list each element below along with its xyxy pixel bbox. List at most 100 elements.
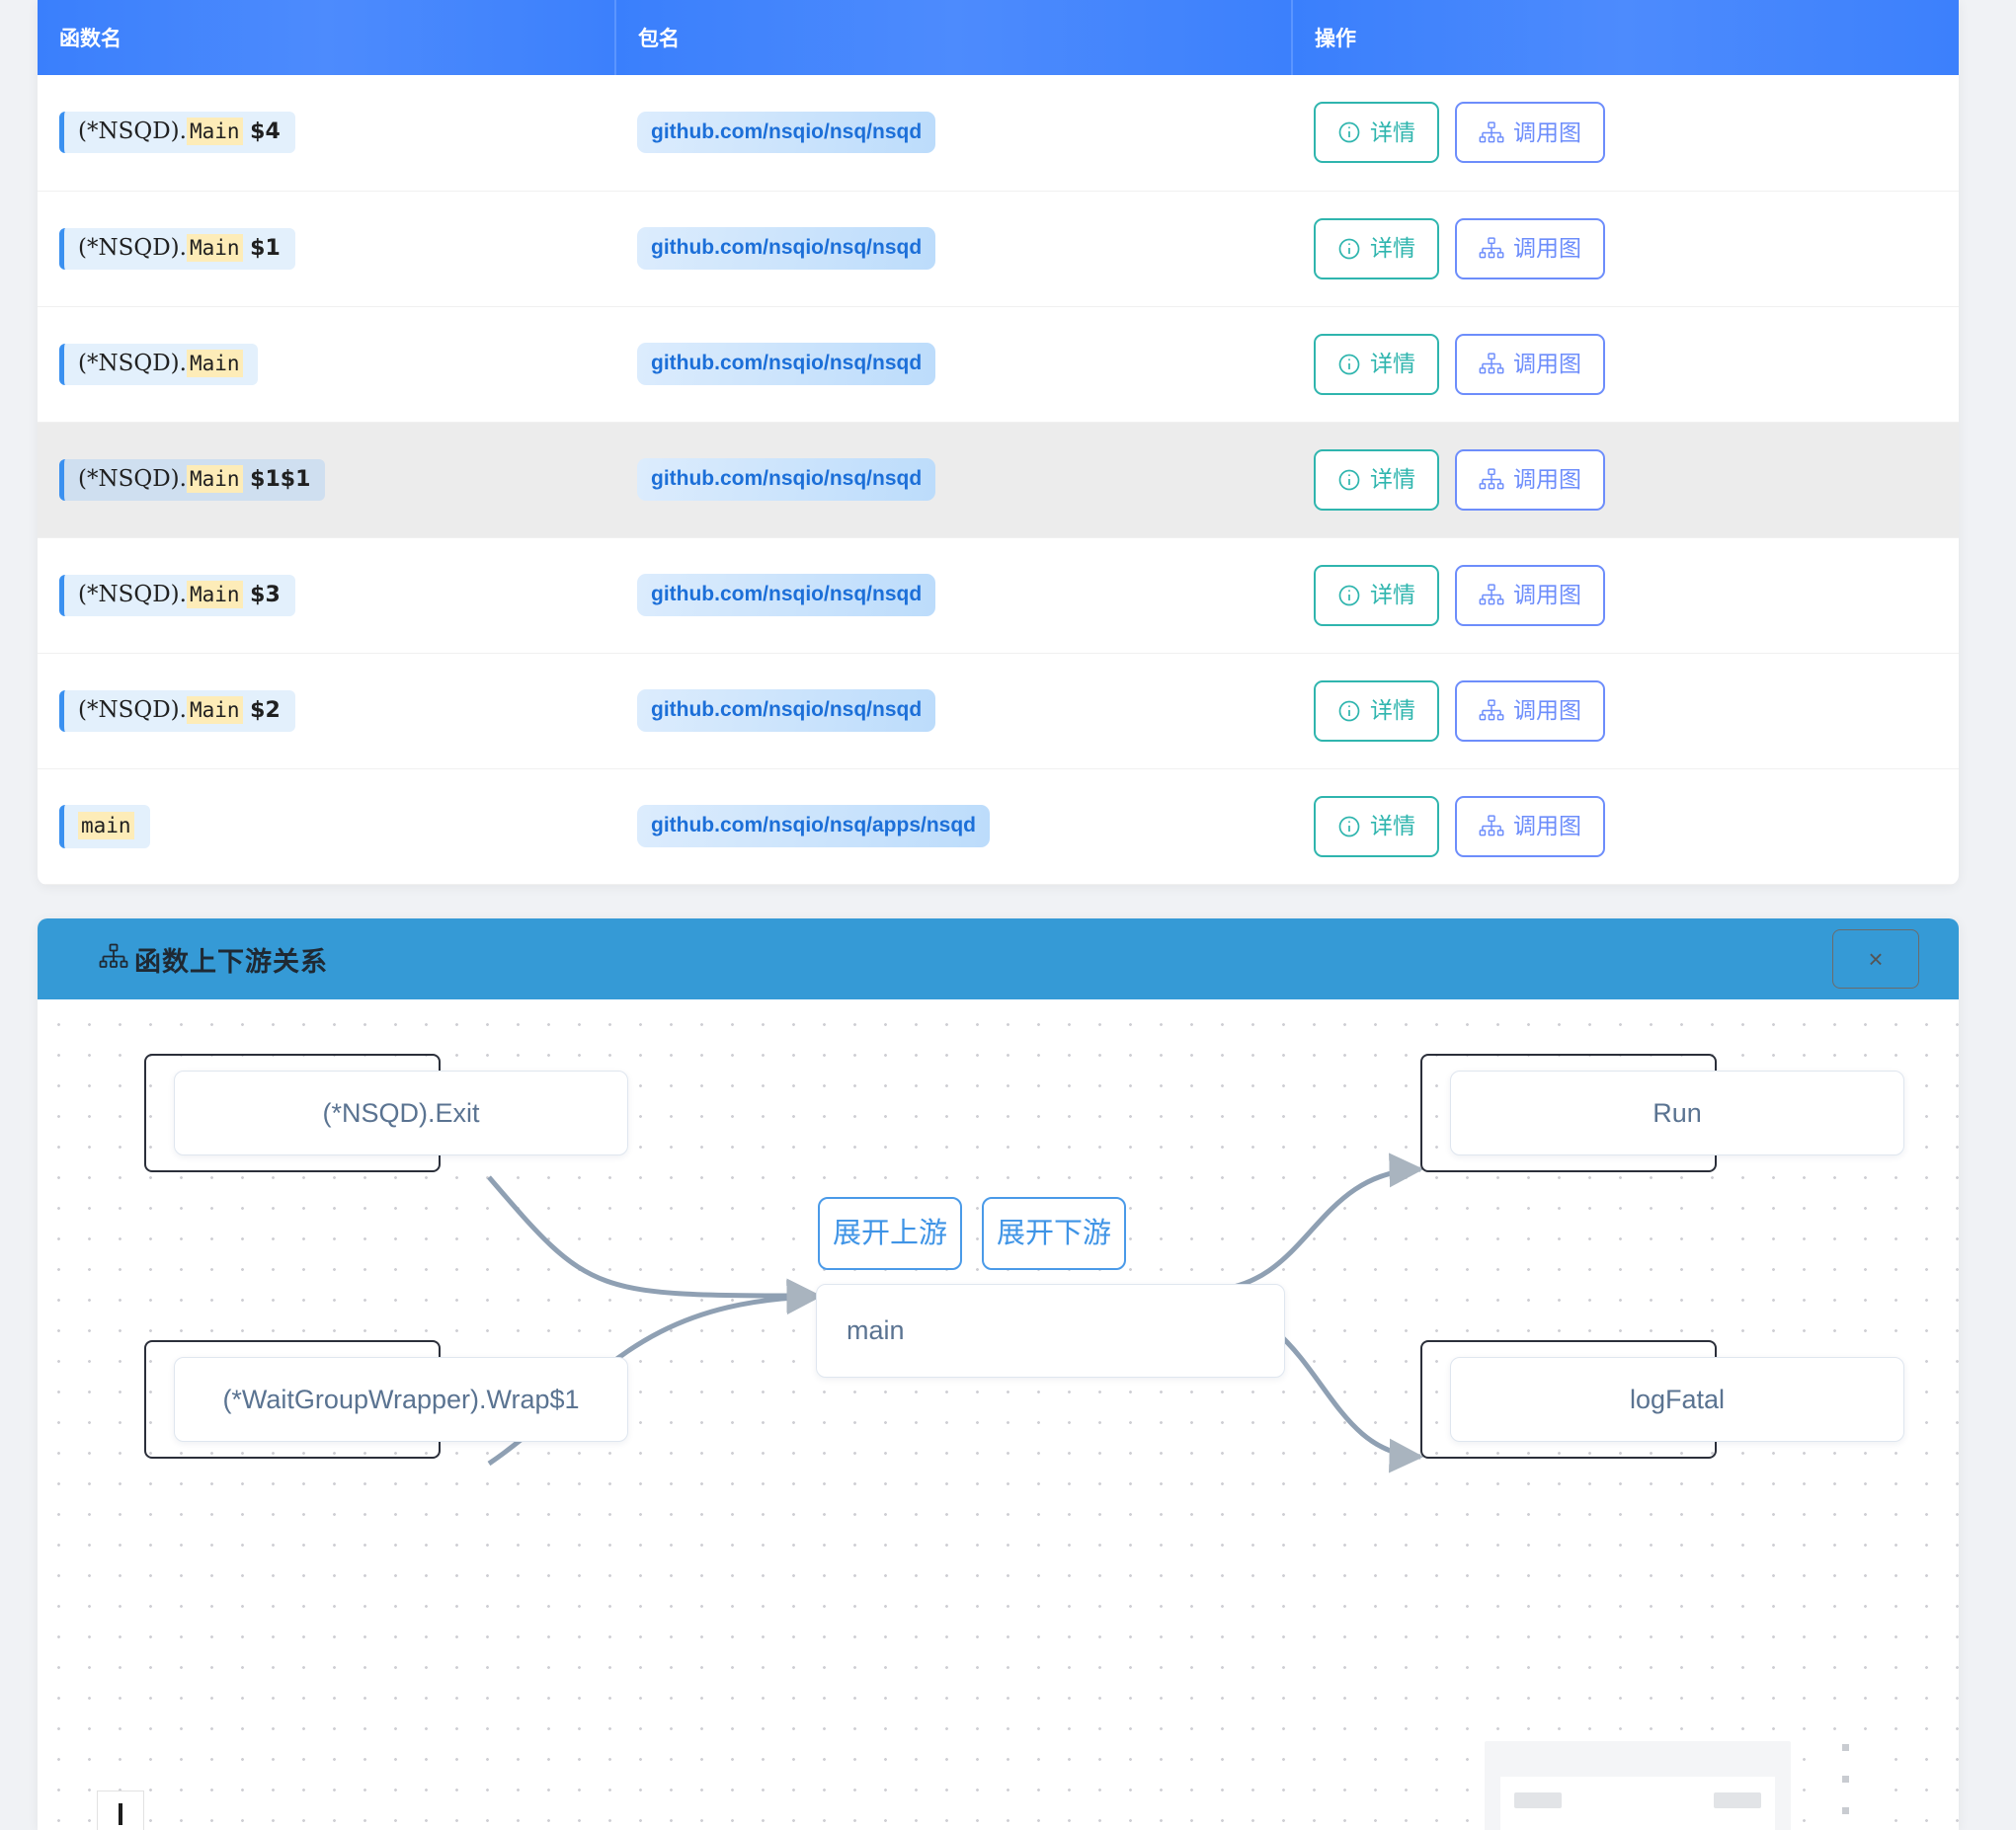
callgraph-button-label: 调用图 — [1513, 351, 1581, 376]
sitemap-icon — [1479, 237, 1504, 260]
package-tag[interactable]: github.com/nsqio/nsq/nsqd — [637, 343, 936, 385]
function-name-chip[interactable]: (*NSQD).Main $3 — [59, 574, 295, 616]
column-header-function-name: 函数名 — [38, 0, 616, 75]
close-icon[interactable]: × — [1832, 929, 1919, 989]
detail-button[interactable]: 详情 — [1314, 795, 1439, 857]
sitemap-icon — [1479, 121, 1504, 144]
detail-button-label: 详情 — [1370, 697, 1415, 723]
package-tag[interactable]: github.com/nsqio/nsq/nsqd — [637, 574, 936, 616]
cell-function-name: (*NSQD).Main $2 — [38, 653, 615, 768]
graph-node-logfatal[interactable]: logFatal — [1420, 1340, 1904, 1459]
call-graph-panel-title: 函数上下游关系 — [134, 946, 328, 977]
cell-function-name: main — [38, 768, 615, 884]
table-row[interactable]: (*NSQD).Main $3 github.com/nsqio/nsq/nsqd… — [38, 537, 1959, 653]
callgraph-button-label: 调用图 — [1513, 235, 1581, 261]
detail-button-label: 详情 — [1370, 813, 1415, 838]
cell-actions: 详情 调用图 — [1292, 75, 1959, 191]
callgraph-button-label: 调用图 — [1513, 813, 1581, 838]
skeleton-bar — [1714, 1792, 1761, 1808]
graph-node-run[interactable]: Run — [1420, 1054, 1904, 1172]
detail-button[interactable]: 详情 — [1314, 333, 1439, 395]
cell-actions: 详情 调用图 — [1292, 653, 1959, 768]
call-graph-panel: 函数上下游关系 × ( — [38, 918, 1959, 1830]
package-tag[interactable]: github.com/nsqio/nsq/nsqd — [637, 689, 936, 732]
callgraph-button[interactable]: 调用图 — [1455, 217, 1605, 279]
loading-skeleton-popup — [1485, 1741, 1791, 1830]
package-tag[interactable]: github.com/nsqio/nsq/apps/nsqd — [637, 805, 990, 847]
expand-downstream-button[interactable]: 展开下游 — [982, 1197, 1126, 1270]
graph-node-label: logFatal — [1450, 1357, 1904, 1442]
package-tag[interactable]: github.com/nsqio/nsq/nsqd — [637, 112, 936, 154]
function-suffix: $2 — [242, 697, 281, 723]
info-icon — [1337, 699, 1361, 723]
package-tag[interactable]: github.com/nsqio/nsq/nsqd — [637, 458, 936, 501]
cell-package-name: github.com/nsqio/nsq/nsqd — [615, 422, 1292, 537]
skeleton-dot — [1842, 1776, 1849, 1783]
detail-button[interactable]: 详情 — [1314, 564, 1439, 626]
cell-actions: 详情调用图 — [1292, 537, 1959, 653]
function-name-chip[interactable]: (*NSQD).Main $2 — [59, 689, 295, 732]
edge-main-to-run — [1207, 1153, 1424, 1294]
function-highlight: Main — [186, 118, 243, 146]
cell-actions: 详情 调用图 — [1292, 306, 1959, 422]
skeleton-dot — [1842, 1807, 1849, 1814]
callgraph-button[interactable]: 调用图 — [1455, 333, 1605, 395]
expand-upstream-button[interactable]: 展开上游 — [818, 1197, 962, 1270]
graph-node-label: Run — [1450, 1071, 1904, 1155]
graph-node-nsqd-exit[interactable]: (*NSQD).Exit — [144, 1054, 628, 1172]
function-name-chip[interactable]: (*NSQD).Main $1 — [59, 227, 295, 270]
info-icon — [1337, 584, 1361, 607]
callgraph-button[interactable]: 调用图 — [1455, 102, 1605, 164]
callgraph-button[interactable]: 调用图 — [1455, 564, 1605, 626]
graph-canvas[interactable]: (*NSQD).Exit (*WaitGroupWrapper).Wrap$1 … — [38, 999, 1959, 1830]
callgraph-button-label: 调用图 — [1513, 697, 1581, 723]
cell-package-name: github.com/nsqio/nsq/nsqd — [615, 653, 1292, 768]
table-row[interactable]: (*NSQD).Main $4 github.com/nsqio/nsq/nsqd… — [38, 75, 1959, 191]
toolbar-bar-icon — [119, 1803, 122, 1825]
callgraph-button-label: 调用图 — [1513, 119, 1581, 145]
callgraph-button[interactable]: 调用图 — [1455, 795, 1605, 857]
callgraph-button[interactable]: 调用图 — [1455, 448, 1605, 511]
function-prefix: (*NSQD). — [78, 465, 187, 492]
detail-button[interactable]: 详情 — [1314, 679, 1439, 742]
graph-node-main[interactable]: main — [816, 1284, 1285, 1378]
table-row[interactable]: (*NSQD).Main github.com/nsqio/nsq/nsqd 详情 调… — [38, 306, 1959, 422]
sitemap-icon — [99, 943, 128, 975]
callgraph-button[interactable]: 调用图 — [1455, 679, 1605, 742]
graph-node-waitgroupwrapper-wrap[interactable]: (*WaitGroupWrapper).Wrap$1 — [144, 1340, 628, 1459]
function-name-chip[interactable]: (*NSQD).Main $1$1 — [59, 458, 326, 501]
canvas-toolbar-button[interactable] — [97, 1790, 144, 1830]
table-header: 函数名 包名 操作 — [38, 0, 1959, 75]
detail-button[interactable]: 详情 — [1314, 448, 1439, 511]
cell-actions: 详情 调用图 — [1292, 422, 1959, 537]
graph-node-label: main — [816, 1284, 1285, 1378]
row-actions: 详情 调用图 — [1314, 333, 1959, 395]
sitemap-icon — [1479, 815, 1504, 837]
table-row[interactable]: (*NSQD).Main $2 github.com/nsqio/nsq/nsqd… — [38, 653, 1959, 768]
cell-package-name: github.com/nsqio/nsq/apps/nsqd — [615, 768, 1292, 884]
function-highlight: Main — [186, 580, 243, 608]
function-prefix: (*NSQD). — [78, 581, 187, 607]
detail-button[interactable]: 详情 — [1314, 217, 1439, 279]
cell-package-name: github.com/nsqio/nsq/nsqd — [615, 306, 1292, 422]
callgraph-button-label: 调用图 — [1513, 466, 1581, 492]
sitemap-icon — [1479, 353, 1504, 375]
skeleton-bar — [1514, 1792, 1562, 1808]
table-row[interactable]: main github.com/nsqio/nsq/apps/nsqd 详情 调用图 — [38, 768, 1959, 884]
table-row[interactable]: (*NSQD).Main $1$1 github.com/nsqio/nsq/ns… — [38, 422, 1959, 537]
expand-button-row: 展开上游 展开下游 — [818, 1197, 1126, 1270]
package-tag[interactable]: github.com/nsqio/nsq/nsqd — [637, 227, 936, 270]
function-name-chip[interactable]: main — [59, 804, 150, 848]
function-name-chip[interactable]: (*NSQD).Main — [59, 343, 258, 385]
detail-button-label: 详情 — [1370, 351, 1415, 376]
info-icon — [1337, 353, 1361, 376]
function-table: 函数名 包名 操作 (*NSQD).Main $4 github.com/nsqi… — [38, 0, 1959, 885]
function-prefix: (*NSQD). — [78, 234, 187, 261]
cell-function-name: (*NSQD).Main $4 — [38, 75, 615, 191]
detail-button[interactable]: 详情 — [1314, 102, 1439, 164]
skeleton-dot — [1842, 1744, 1849, 1751]
function-name-chip[interactable]: (*NSQD).Main $4 — [59, 112, 295, 154]
table-row[interactable]: (*NSQD).Main $1 github.com/nsqio/nsq/nsqd… — [38, 191, 1959, 306]
row-actions: 详情 调用图 — [1314, 448, 1959, 511]
